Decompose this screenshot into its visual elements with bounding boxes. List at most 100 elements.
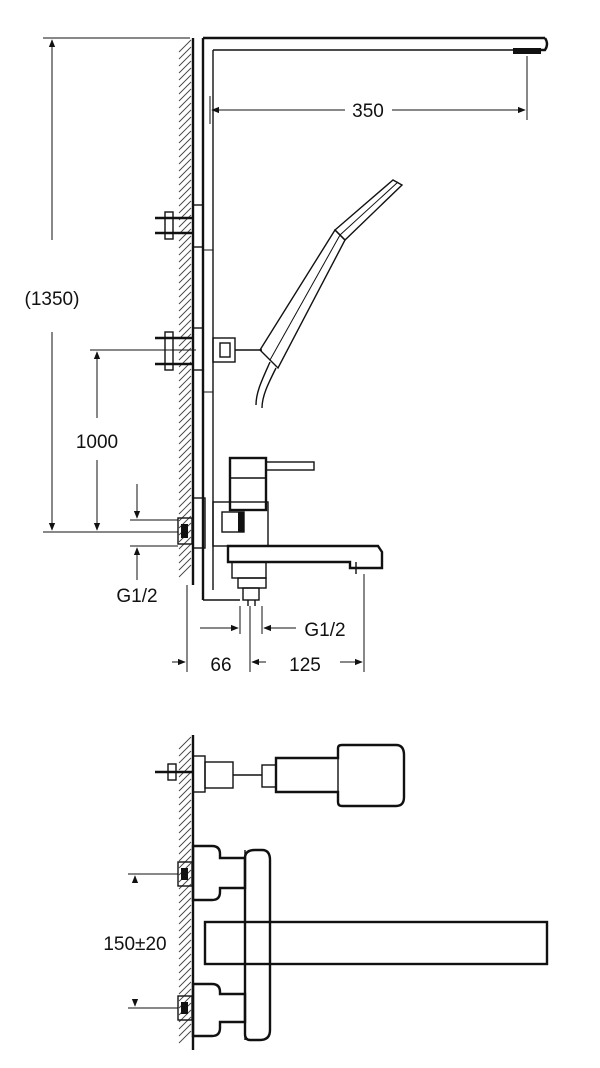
hatch-stroke	[178, 1023, 192, 1037]
hatch-stroke	[178, 813, 192, 827]
hatch-stroke	[178, 820, 192, 834]
dim-g12-outlet: G1/2	[304, 620, 345, 641]
hatch-stroke	[178, 946, 192, 960]
hatch-stroke	[178, 186, 192, 200]
hatch-stroke	[178, 564, 192, 578]
hatch-stroke	[178, 967, 192, 981]
hatch-stroke	[178, 284, 192, 298]
hand-shower	[259, 179, 404, 370]
hatch-stroke	[178, 151, 192, 165]
hatch-stroke	[178, 925, 192, 939]
hatch-stroke	[178, 389, 192, 403]
hatch-stroke	[178, 953, 192, 967]
hatch-stroke	[178, 123, 192, 137]
hatch-stroke	[178, 848, 192, 862]
hatch-stroke	[178, 291, 192, 305]
hatch-stroke	[178, 827, 192, 841]
hatch-stroke	[178, 757, 192, 771]
hatch-stroke	[178, 981, 192, 995]
dimension-spout-reach: 350	[209, 56, 528, 124]
dim-1350: (1350)	[25, 289, 80, 310]
hatch-stroke	[178, 960, 192, 974]
hatch-stroke	[178, 939, 192, 953]
hatch-stroke	[178, 81, 192, 95]
hatch-stroke	[178, 452, 192, 466]
hatch-stroke	[178, 298, 192, 312]
hatch-stroke	[178, 473, 192, 487]
hatch-stroke	[178, 340, 192, 354]
hatch-stroke	[178, 270, 192, 284]
hatch-stroke	[178, 445, 192, 459]
dimension-inlet-spacing: 150±20	[103, 873, 178, 1009]
dim-g12-inlet: G1/2	[116, 586, 157, 607]
hatch-stroke	[178, 116, 192, 130]
shower-hose	[255, 361, 277, 409]
dimension-mixer-height: 1000	[76, 349, 196, 531]
hatch-stroke	[178, 466, 192, 480]
hatch-stroke	[178, 750, 192, 764]
dimension-wall-offset: 66	[172, 574, 365, 676]
dim-125: 125	[289, 655, 321, 676]
hand-shower-holder	[212, 337, 262, 363]
hatch-stroke	[178, 459, 192, 473]
shower-column	[201, 36, 549, 601]
hatch-stroke	[178, 806, 192, 820]
hatch-stroke	[178, 158, 192, 172]
hatch-stroke	[178, 200, 192, 214]
hatch-stroke	[178, 487, 192, 501]
wall-hatching-bottom	[178, 736, 192, 1044]
hatch-stroke	[178, 67, 192, 81]
hatch-stroke	[178, 228, 192, 242]
hatch-stroke	[178, 918, 192, 932]
hatch-stroke	[178, 508, 192, 522]
dimension-inlet-thread: G1/2	[116, 484, 178, 607]
hatch-stroke	[178, 904, 192, 918]
hatch-stroke	[178, 396, 192, 410]
hatch-stroke	[178, 792, 192, 806]
hatch-stroke	[178, 74, 192, 88]
hatch-stroke	[178, 368, 192, 382]
hatch-stroke	[178, 312, 192, 326]
bracket-side-view	[155, 743, 406, 808]
hatch-stroke	[178, 60, 192, 74]
hatch-stroke	[178, 137, 192, 151]
dimension-total-height: (1350)	[25, 37, 190, 533]
hatch-stroke	[178, 771, 192, 785]
hatch-stroke	[178, 256, 192, 270]
hatch-stroke	[178, 480, 192, 494]
hatch-stroke	[178, 375, 192, 389]
hatch-stroke	[178, 876, 192, 890]
hatch-stroke	[178, 743, 192, 757]
mixer-bottom-view	[177, 844, 549, 1042]
hatch-stroke	[178, 382, 192, 396]
dimension-spout-length: 125	[289, 655, 363, 676]
hatch-stroke	[178, 536, 192, 550]
hatch-stroke	[178, 424, 192, 438]
hatch-stroke	[178, 319, 192, 333]
hatch-stroke	[178, 438, 192, 452]
hatch-stroke	[178, 1016, 192, 1030]
hatch-stroke	[178, 988, 192, 1002]
hatch-stroke	[178, 354, 192, 368]
hatch-stroke	[178, 550, 192, 564]
hatch-stroke	[178, 911, 192, 925]
hatch-stroke	[178, 46, 192, 60]
hatch-stroke	[178, 410, 192, 424]
hatch-stroke	[178, 543, 192, 557]
hatch-stroke	[178, 403, 192, 417]
hatch-stroke	[178, 172, 192, 186]
hatch-stroke	[178, 799, 192, 813]
wall-bracket-upper	[155, 204, 204, 248]
hatch-stroke	[178, 88, 192, 102]
hatch-stroke	[178, 417, 192, 431]
hatch-stroke	[178, 95, 192, 109]
hatch-stroke	[178, 130, 192, 144]
hatch-stroke	[178, 333, 192, 347]
hatch-stroke	[178, 1030, 192, 1044]
hatch-stroke	[178, 557, 192, 571]
hatch-stroke	[178, 974, 192, 988]
hatch-stroke	[178, 778, 192, 792]
hatch-stroke	[178, 897, 192, 911]
hatch-stroke	[178, 841, 192, 855]
hatch-stroke	[178, 179, 192, 193]
